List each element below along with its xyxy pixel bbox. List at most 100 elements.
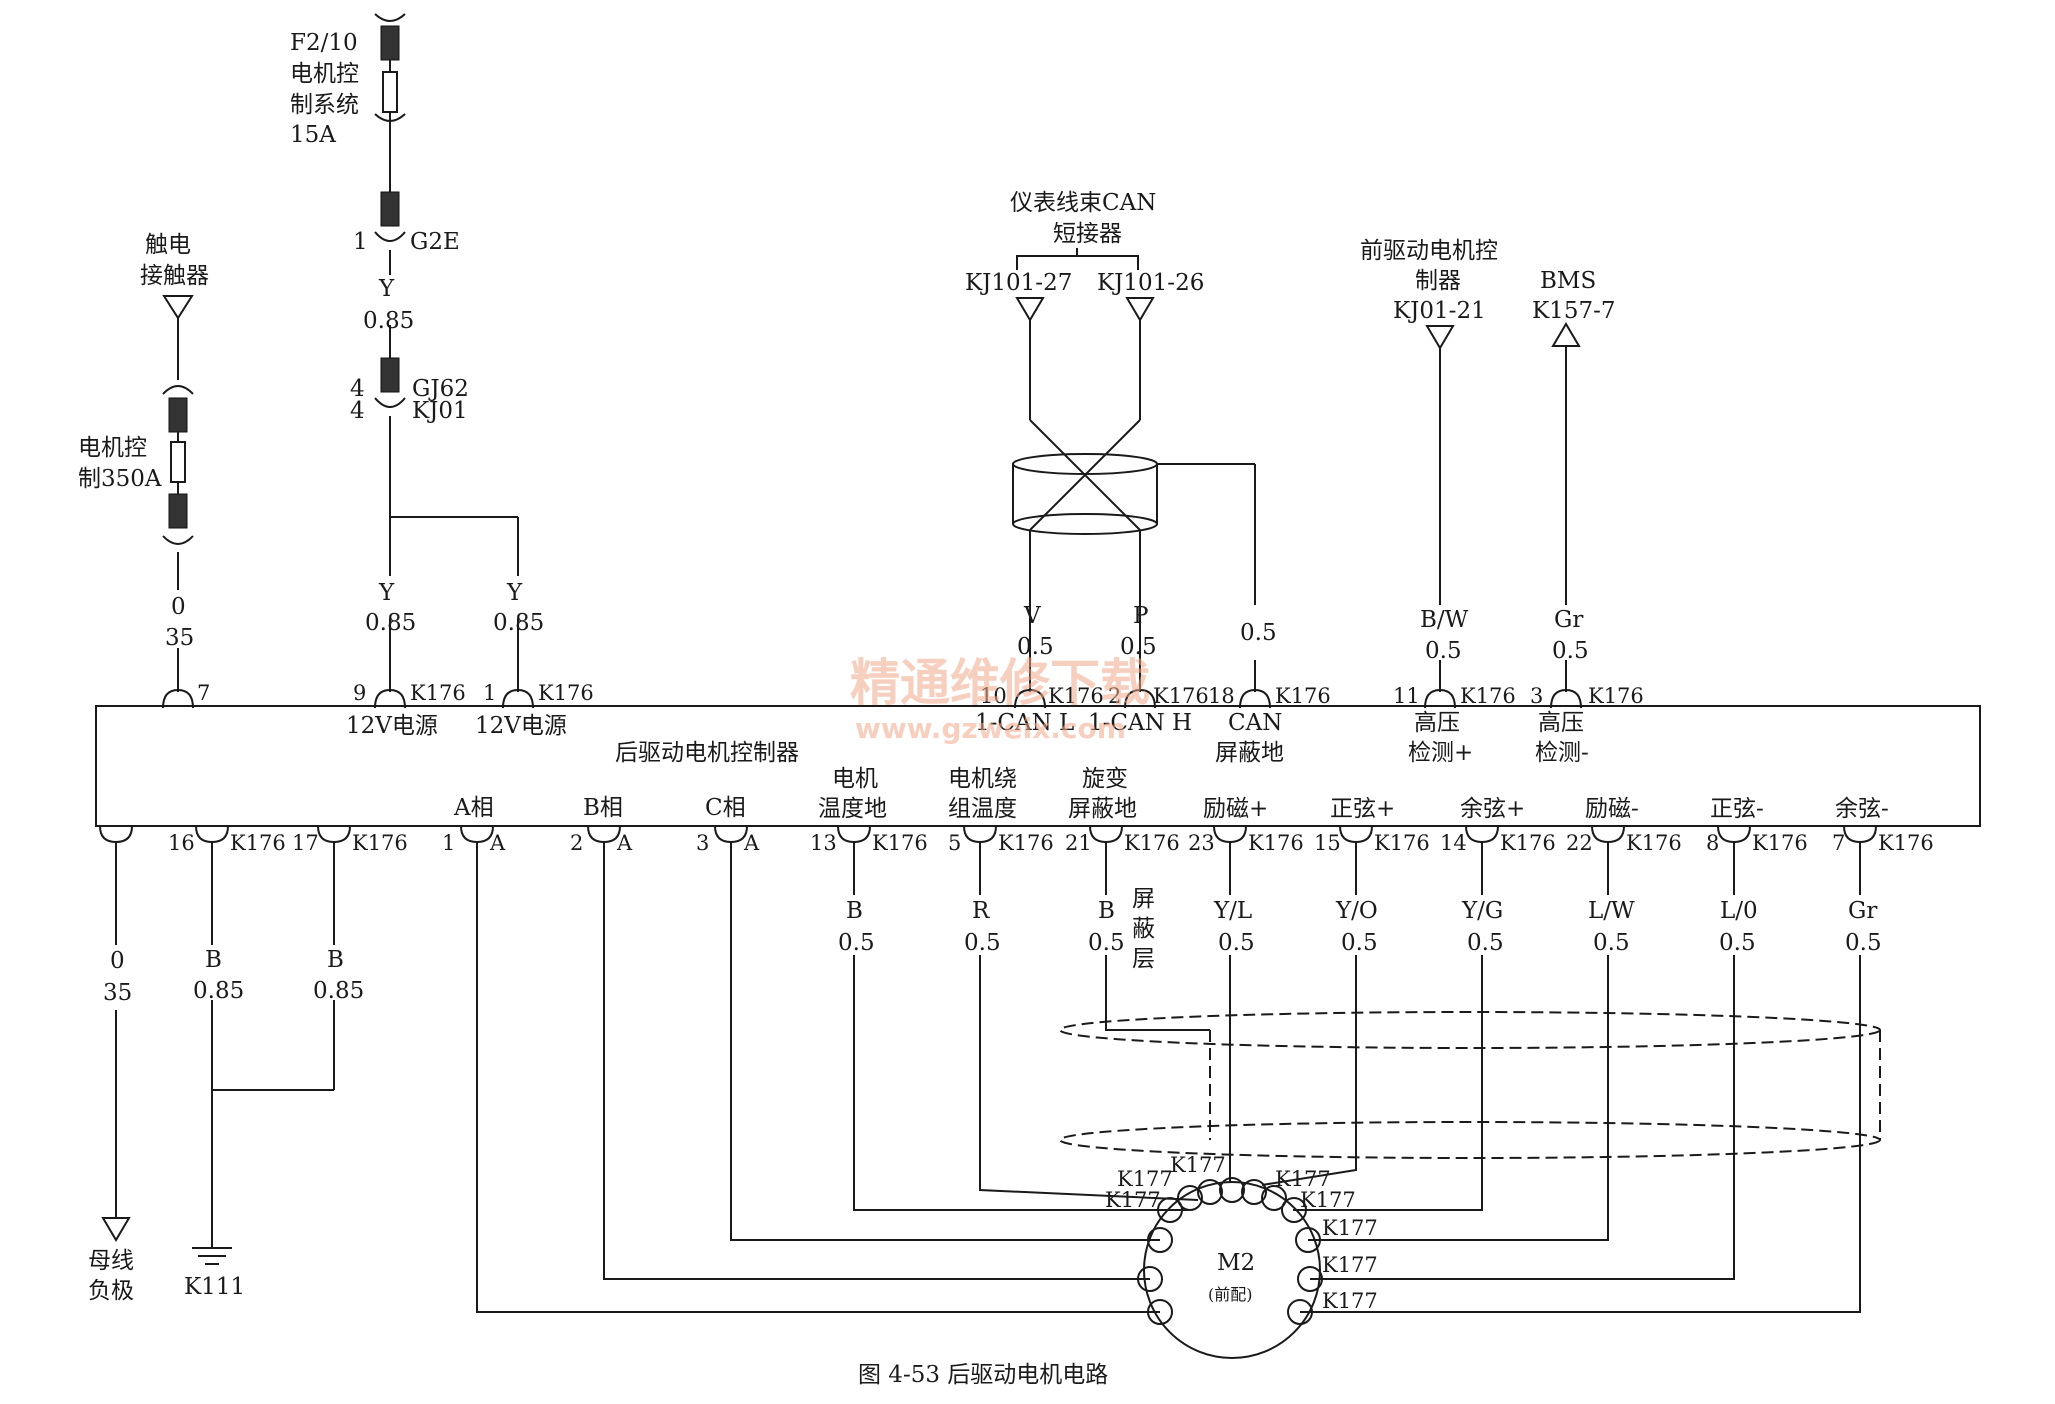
ground-id: K111 [184,1274,245,1300]
wire-size: 0.5 [1593,930,1630,956]
phase-label: B相 [583,795,623,821]
pin-2-phase-b-icon [587,825,621,844]
connector-g2e [374,231,406,242]
pin-letter: A [743,831,760,855]
connector-label: K176 [538,681,594,705]
signal-label: 电机绕 [948,766,1017,792]
hv-detect-label: 检测+ [1408,740,1473,766]
front-ctrl-id: KJ01-21 [1393,298,1486,324]
signal-label: 温度地 [818,796,887,822]
pin-8-icon [1717,825,1751,844]
signal-label: 余弦+ [1460,796,1525,822]
wire-color: Gr [1848,898,1877,924]
fuse-id-label: F2/10 [290,30,358,56]
wire-size: 35 [165,625,194,651]
motor-sub-label: (前配) [1208,1285,1253,1304]
pin-number: 16 [168,831,195,855]
wire-size: 0.5 [1088,930,1125,956]
wire-color: 0 [171,594,186,620]
wire-color: Y [506,580,523,606]
wire-size: 0.5 [1218,930,1255,956]
pin-number: 3 [1530,684,1543,708]
pin-number: 1 [483,681,496,705]
connector-label: K176 [1124,831,1180,855]
bottom-wiring: 16 K176 17 K176 1 A 2 A 3 A 13 K176 5 K1… [88,825,1934,1313]
wire-color: L/0 [1720,898,1758,924]
wire-size: 0.5 [964,930,1001,956]
pin-number: 17 [292,831,319,855]
front-controller-branch: 前驱动电机控 制器 KJ01-21 B/W 0.5 BMS K157-7 Gr … [1360,238,1616,709]
pin-18-icon [1239,688,1271,709]
wire-color: V [1023,603,1041,629]
wire-color: B [1098,898,1115,924]
can-ground-label: 屏蔽地 [1215,740,1284,766]
bms-id: K157-7 [1532,298,1616,324]
pin-number: 21 [1065,831,1092,855]
connector-triangle-icon [1125,297,1155,322]
shield-icon [1012,453,1158,475]
bus-negative-triangle-icon [101,1217,131,1242]
pin-11-icon [1424,688,1456,709]
can-h-label: 1-CAN H [1088,710,1192,736]
wire-size: 0.5 [1017,634,1054,660]
connector-label: K176 [872,831,928,855]
connector-label: K176 [1153,684,1209,708]
pin-letter: A [616,831,633,855]
connector-label: K177 [1322,1216,1378,1240]
signal-label: 励磁- [1585,796,1639,822]
can-title-line2: 短接器 [1053,221,1122,247]
pin-number: 2 [570,831,583,855]
pin-number: 5 [948,831,961,855]
wire-size: 0.5 [1719,930,1756,956]
pin-16-icon [195,825,229,844]
wire-size: 0.85 [193,978,244,1004]
connector-label: K177 [1117,1167,1173,1191]
fuse-f2-10-branch: F2/10 电机控 制系统 15A 1 G2E Y 0.85 4 4 GJ62 … [290,13,544,709]
wire-color: B/W [1420,607,1469,633]
fuse-terminal-icon [168,397,188,433]
pin-5-icon [963,825,997,844]
pin-number: 2 [1108,684,1121,708]
connector-triangle-icon [1425,325,1455,350]
wire-size: 0.85 [365,610,416,636]
pin-7-icon [1843,825,1877,844]
pin-3-icon [1550,688,1582,709]
connector-label: K177 [1170,1153,1226,1177]
pin-1-phase-a-icon [460,825,494,844]
signal-label: 正弦+ [1330,796,1395,822]
hv-detect-label: 检测- [1535,740,1589,766]
pin-14-icon [1465,825,1499,844]
gj62-label: GJ62 [412,376,469,402]
pin-21-icon [1089,825,1123,844]
power-label: 12V电源 [346,713,438,739]
g2e-pin: 1 [353,229,368,255]
wire-size: 0.85 [363,308,414,334]
fuse-terminal-icon [168,493,188,529]
connector-label: K176 [1460,684,1516,708]
fuse-icon [170,441,186,483]
fuse-350a-line1: 电机控 [78,435,147,461]
wire-color: B [205,947,222,973]
pin-23-icon [1213,825,1247,844]
fuse-350a-line2: 制350A [78,466,162,492]
connector-label: K176 [1275,684,1331,708]
contactor-branch: 触电 接触器 电机控 制350A 0 35 7 [78,232,210,709]
kj01-pin: 4 [350,398,365,424]
contactor-label-line2: 接触器 [140,263,209,289]
power-label: 12V电源 [475,713,567,739]
connector-label: K176 [1500,831,1556,855]
connector-label: K176 [1248,831,1304,855]
can-ground-label: CAN [1228,710,1282,736]
pin-number: 7 [1832,831,1845,855]
wire-color: B [327,947,344,973]
can-branch: 仪表线束CAN 短接器 KJ101-27 KJ101-26 V 0.5 P 0.… [965,190,1277,709]
signal-label: 屏蔽地 [1068,796,1137,822]
fuse-name-line1: 电机控 [290,61,359,87]
signal-label: 旋变 [1082,766,1128,792]
wire-color: Y [378,276,395,302]
connector-label: K176 [352,831,408,855]
front-ctrl-line1: 前驱动电机控 [1360,238,1498,264]
wire-size: 0.5 [1467,930,1504,956]
pin-number: 8 [1706,831,1719,855]
